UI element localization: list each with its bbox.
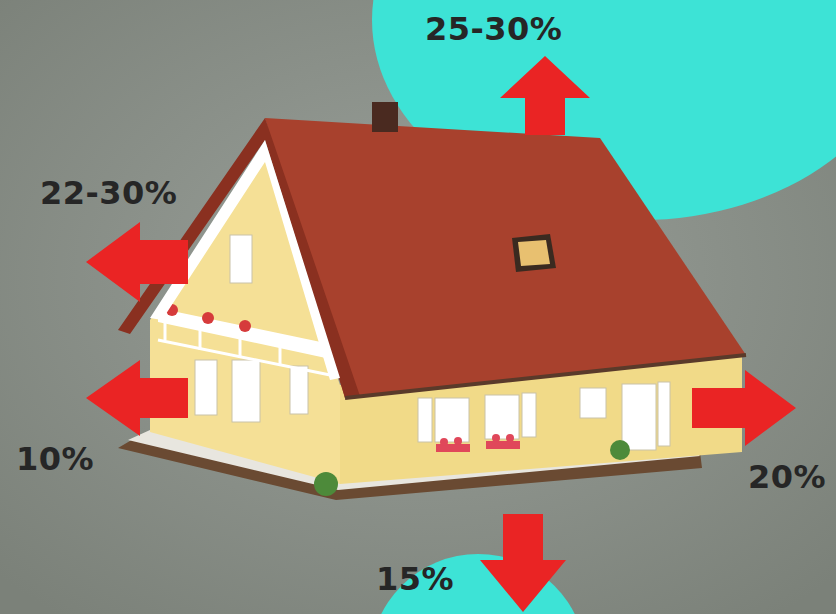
skylight	[512, 234, 556, 272]
percentage-label: 15%	[376, 562, 454, 597]
heat-arrow	[86, 56, 796, 612]
chimney	[372, 102, 398, 132]
percentage-label: 20%	[748, 460, 826, 495]
balcony	[158, 308, 335, 360]
percentage-label: 25-30%	[425, 12, 562, 47]
percentage-label: 10%	[16, 442, 94, 477]
percentage-label: 22-30%	[40, 176, 177, 211]
